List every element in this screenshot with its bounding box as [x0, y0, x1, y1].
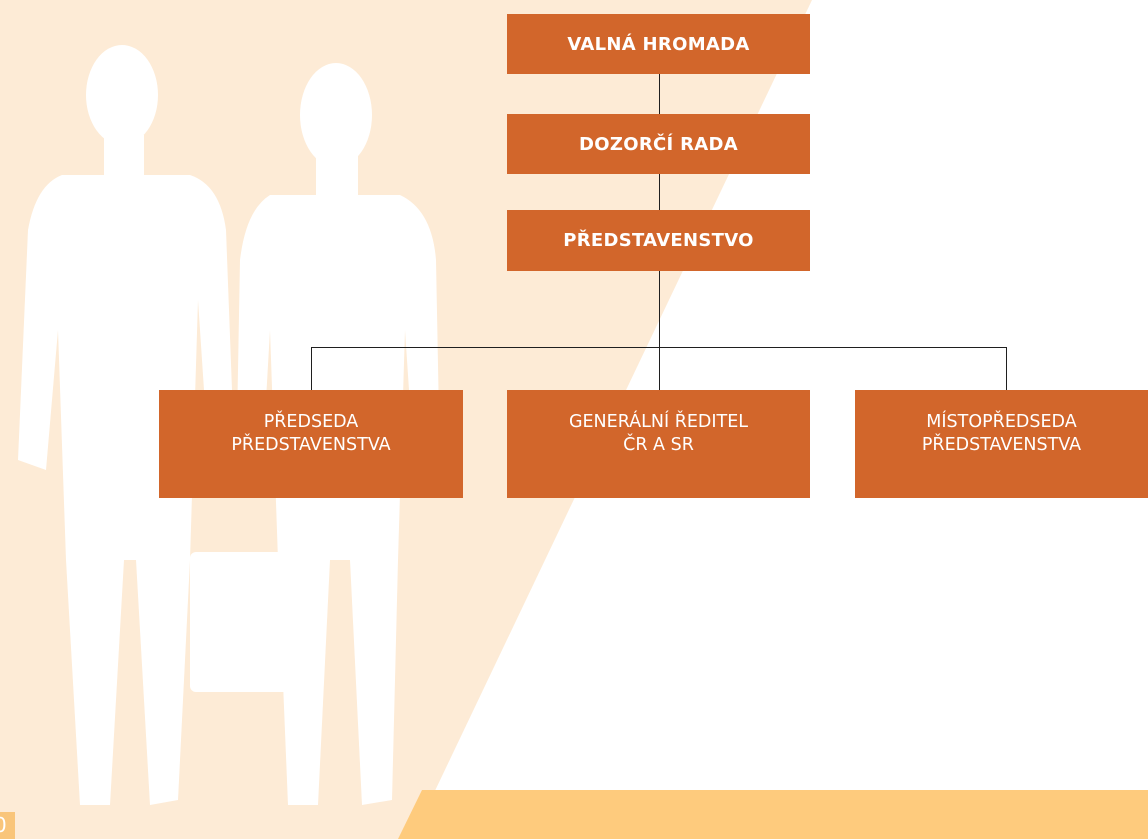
connector-line: [659, 174, 660, 210]
org-box-line: GENERÁLNÍ ŘEDITEL: [568, 412, 749, 432]
org-box-line: PŘEDSTAVENSTVA: [231, 435, 391, 455]
org-box-predseda: PŘEDSEDA PŘEDSTAVENSTVA: [159, 390, 463, 498]
page-number: 0: [0, 812, 15, 839]
org-box-dozorci-rada: DOZORČÍ RADA: [507, 114, 810, 174]
org-box-line: PŘEDSTAVENSTVA: [921, 435, 1082, 455]
connector-line: [659, 271, 660, 390]
connector-line: [311, 347, 312, 390]
connector-line: [659, 74, 660, 114]
org-box-line: ČR A SR: [623, 435, 694, 455]
org-box-valna-hromada: VALNÁ HROMADA: [507, 14, 810, 74]
org-box-line: MÍSTOPŘEDSEDA: [926, 412, 1077, 432]
org-box-line: PŘEDSEDA: [263, 412, 359, 432]
connector-line: [311, 347, 1007, 348]
connector-line: [1006, 347, 1007, 390]
org-box-mistopredseda: MÍSTOPŘEDSEDA PŘEDSTAVENSTVA: [855, 390, 1148, 498]
org-box-predstavenstvo: PŘEDSTAVENSTVO: [507, 210, 810, 271]
org-box-generalni-reditel: GENERÁLNÍ ŘEDITEL ČR A SR: [507, 390, 810, 498]
footer-band: [398, 790, 1148, 839]
